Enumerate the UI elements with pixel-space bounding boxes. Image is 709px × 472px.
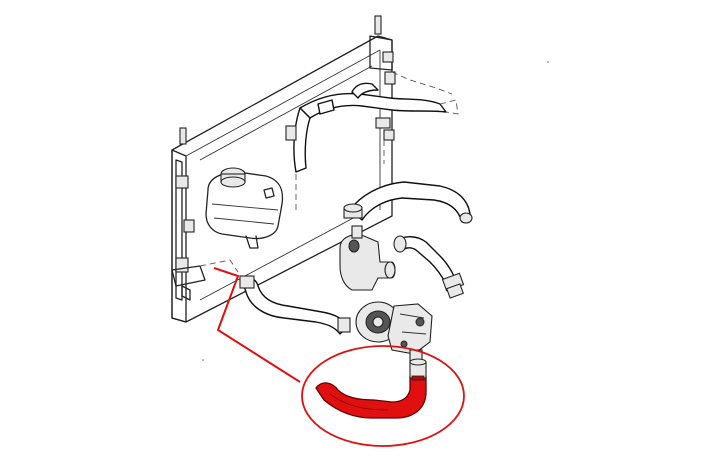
- radiator: [171, 15, 396, 323]
- upper-radiator-hoses: [285, 71, 459, 212]
- highlight-ellipse: [301, 345, 465, 447]
- highlighted-lower-radiator-hose: [315, 358, 427, 419]
- lower-hose: [239, 275, 351, 335]
- callout-leader-line: [213, 267, 301, 383]
- water-pump: [355, 301, 433, 363]
- thermostat-hose: [343, 181, 473, 224]
- thermostat-housing: [339, 225, 396, 291]
- expansion-tank: [205, 167, 284, 249]
- bypass-hose: [393, 235, 465, 299]
